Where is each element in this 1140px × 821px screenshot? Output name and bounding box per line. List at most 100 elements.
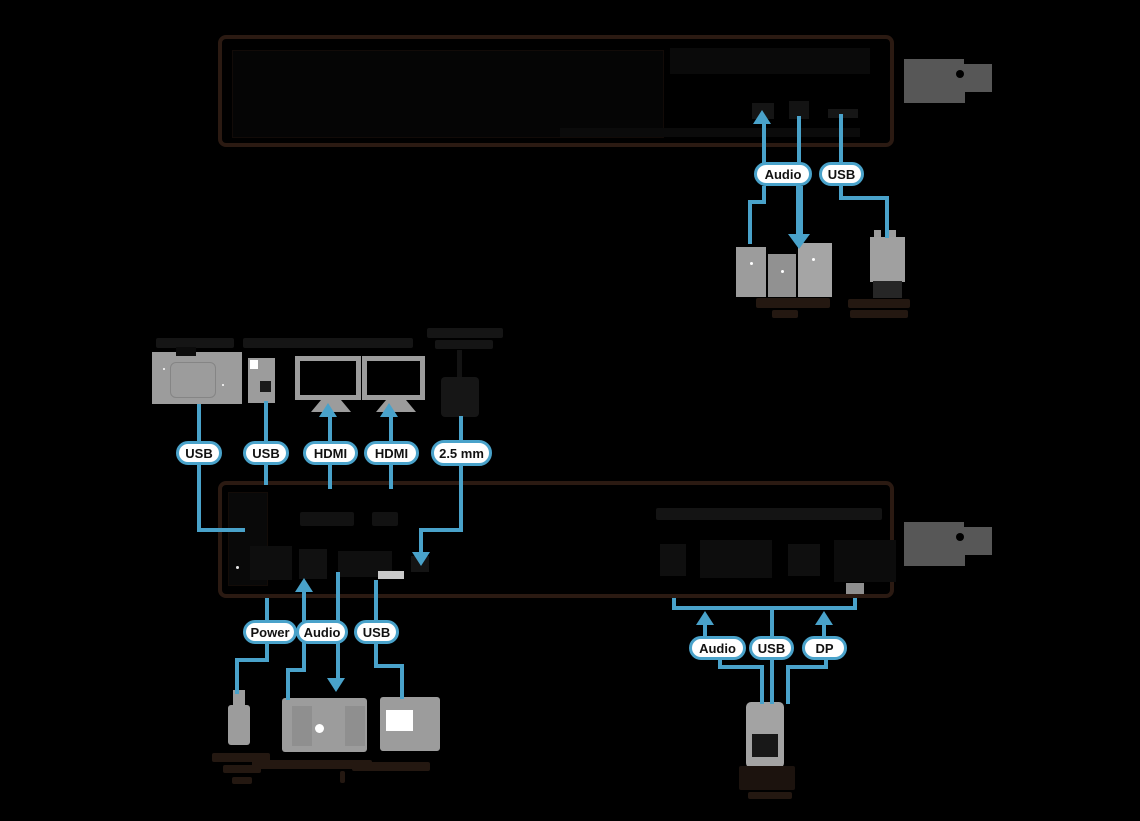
ir-caption: [435, 340, 493, 349]
speakers-caption: [772, 310, 798, 318]
dp-cable: [786, 665, 828, 669]
power-caption: [223, 765, 261, 773]
usb-cable: [197, 404, 201, 532]
usb-rear-port: [378, 571, 404, 579]
rear-panel-text: [656, 508, 882, 520]
amplifier-grille: [292, 706, 312, 746]
speakers-icon: [736, 247, 766, 297]
usb-cable: [839, 114, 843, 164]
speakers-caption: [756, 298, 830, 308]
usb-dongle-base: [873, 281, 902, 298]
audio-out-cable: [797, 116, 801, 164]
audio-in-port: [789, 101, 809, 119]
callout-icon: [904, 59, 992, 103]
top-device-subpanel: [670, 48, 870, 74]
audio-label: Audio: [754, 162, 812, 186]
keypad-icon: [152, 352, 242, 404]
laptop-caption: [748, 792, 792, 799]
audio-cable: [748, 200, 766, 204]
audio-cable: [748, 202, 752, 244]
usb-cable: [400, 666, 404, 699]
speakers-icon: [768, 254, 796, 297]
hdmi-label: HDMI: [364, 441, 419, 465]
keypad-caption: [156, 338, 234, 348]
usb-cable: [885, 196, 889, 238]
usb-dongle-caption: [850, 310, 908, 318]
power-caption: [212, 753, 270, 762]
rear-port: [250, 546, 292, 580]
amplifier-caption: [340, 771, 345, 783]
usb-label: USB: [176, 441, 222, 465]
bottom-device: [218, 481, 894, 598]
speakers-icon: [798, 243, 832, 297]
audio-cable: [703, 623, 707, 637]
amplifier-grille: [345, 706, 365, 746]
usb-dongle-icon: [889, 230, 896, 238]
top-device-bottom-strip: [560, 128, 860, 137]
audio-label: Audio: [689, 636, 746, 660]
usb-caption: [352, 762, 430, 771]
dp-cable: [786, 667, 790, 704]
audio-cable: [762, 186, 766, 204]
speaker-dot: [781, 270, 784, 273]
camera-window: [250, 360, 258, 369]
audio-out-arrow: [788, 234, 810, 249]
cable-bus: [672, 606, 857, 610]
ir-emitter-icon: [457, 350, 462, 378]
display-icon: [295, 356, 361, 400]
led-dot: [236, 566, 239, 569]
audio-in-arrow: [753, 110, 771, 124]
audio-label: Audio: [296, 620, 348, 644]
usb-cable: [839, 196, 889, 200]
ir-caption: [427, 328, 503, 338]
audio-cable: [286, 670, 290, 700]
speaker-dot: [812, 258, 815, 261]
ir-cable: [419, 528, 463, 532]
audio-out-arrow: [327, 678, 345, 692]
hdmi-arrow: [319, 403, 337, 417]
usb-port: [828, 109, 858, 118]
dp-label: DP: [802, 636, 847, 660]
jack-25mm-label: 2.5 mm: [431, 440, 492, 466]
sources-caption: [243, 338, 413, 348]
amplifier-knob: [315, 724, 324, 733]
usb-cable: [770, 659, 774, 704]
hdmi-label: HDMI: [303, 441, 358, 465]
hdmi-arrow: [380, 403, 398, 417]
port-label-text: [300, 512, 354, 526]
audio-cable: [672, 598, 676, 610]
power-plug-icon: [233, 690, 245, 706]
usb-cable: [839, 186, 843, 200]
dp-arrow: [815, 611, 833, 625]
camera-lens: [260, 381, 271, 392]
rear-port: [299, 549, 327, 579]
dp-cable: [824, 659, 828, 669]
port-label-text: [372, 512, 398, 526]
audio-cable: [760, 667, 764, 704]
usb-label: USB: [243, 441, 289, 465]
power-label: Power: [243, 620, 297, 644]
audio-out-cable: [796, 186, 803, 236]
audio-arrow: [696, 611, 714, 625]
laptop-base: [739, 766, 795, 790]
audio-in-arrow: [295, 578, 313, 592]
usb-plug-hole: [386, 710, 413, 731]
power-plug-icon: [228, 705, 250, 745]
audio-cable: [762, 124, 766, 164]
top-device-panel: [232, 50, 664, 138]
ir-cable: [459, 416, 463, 532]
audio-cable: [718, 665, 764, 669]
usb-cable: [197, 528, 245, 532]
usb-dongle-icon: [870, 237, 905, 282]
usb-cable: [374, 664, 404, 668]
audio-cable: [286, 668, 306, 672]
keypad-notch: [176, 347, 196, 356]
usb-label: USB: [354, 620, 399, 644]
power-cable: [235, 660, 239, 694]
usb-dongle-caption: [848, 299, 910, 308]
dp-cable: [853, 598, 857, 610]
speaker-dot: [750, 262, 753, 265]
rear-port: [700, 540, 772, 578]
audio-cable: [718, 659, 722, 669]
